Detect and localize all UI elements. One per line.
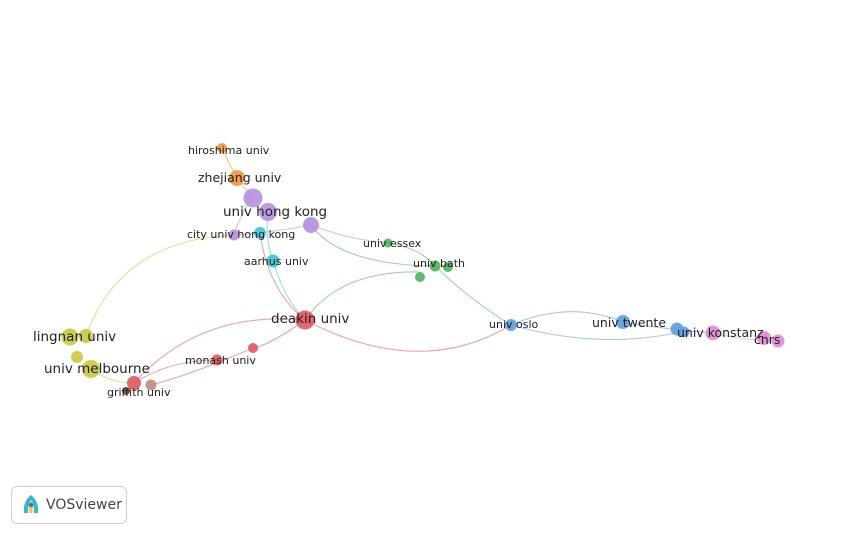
node-hku-c[interactable] — [303, 217, 319, 233]
node-melbourne-b[interactable] — [82, 360, 100, 378]
vosviewer-logo-text: VOSviewer — [46, 497, 122, 513]
node-monash-b[interactable] — [211, 354, 223, 366]
node-griffith-a[interactable] — [127, 376, 141, 390]
link-hku2-bath — [310, 224, 436, 267]
link-cityu-lingnan — [85, 234, 235, 337]
node-hku-a[interactable] — [243, 188, 263, 208]
node-bath-b[interactable] — [443, 262, 453, 272]
node-hku-b[interactable] — [259, 203, 277, 221]
node-twente[interactable] — [616, 315, 630, 329]
label-cnrs[interactable]: cnrs — [754, 332, 780, 347]
label-hku[interactable]: univ hong kong — [223, 204, 327, 220]
link-deakin-oslo — [304, 319, 512, 352]
label-twente[interactable]: univ twente — [592, 315, 666, 330]
node-griffith-c[interactable] — [122, 387, 130, 395]
link-deakin-griffith2 — [150, 347, 254, 386]
node-twente-c[interactable] — [678, 326, 690, 338]
link-bath-oslo — [434, 265, 512, 326]
node-lingnan-b[interactable] — [79, 329, 93, 343]
node-konstanz[interactable] — [705, 325, 721, 341]
label-hiroshima[interactable]: hiroshima univ — [188, 144, 270, 157]
labels-layer: hiroshima univ zhejiang univ univ hong k… — [33, 144, 780, 399]
node-monash-a[interactable] — [248, 343, 258, 353]
label-konstanz[interactable]: univ konstanz — [677, 325, 764, 340]
node-hiroshima[interactable] — [217, 143, 227, 153]
link-twente-konstanz — [622, 321, 714, 334]
node-lingnan-a[interactable] — [61, 328, 79, 346]
node-essex[interactable] — [383, 238, 393, 248]
node-cityu[interactable] — [228, 229, 240, 241]
node-aarhus-b[interactable] — [266, 254, 280, 268]
link-oslo-twente — [510, 311, 624, 326]
nodes-layer — [61, 143, 785, 395]
node-cnrs-a[interactable] — [757, 331, 771, 345]
label-aarhus[interactable]: aarhus univ — [244, 255, 309, 268]
label-deakin[interactable]: deakin univ — [271, 311, 349, 327]
label-cityu[interactable]: city univ hong kong — [187, 228, 295, 241]
node-deakin[interactable] — [295, 310, 315, 330]
label-griffith[interactable]: griffith univ — [107, 386, 171, 399]
vosviewer-logo-icon — [23, 495, 39, 513]
link-oslo-twente-lower — [510, 324, 681, 341]
node-melbourne-a[interactable] — [71, 351, 83, 363]
label-lingnan[interactable]: lingnan univ — [33, 329, 116, 345]
node-aarhus-a[interactable] — [254, 227, 266, 239]
node-griffith-b[interactable] — [145, 379, 157, 391]
label-monash[interactable]: monash univ — [185, 354, 256, 367]
label-essex[interactable]: univ essex — [363, 237, 422, 250]
link-deakin-bath — [304, 271, 421, 321]
link-deakin-griffith — [133, 318, 306, 384]
label-bath[interactable]: univ bath — [413, 257, 465, 270]
link-monash-griffith — [133, 359, 218, 384]
link-hku-deakin — [259, 232, 306, 321]
node-oslo[interactable] — [505, 319, 517, 331]
label-melbourne[interactable]: univ melbourne — [44, 361, 150, 377]
label-zhejiang[interactable]: zhejiang univ — [198, 170, 282, 185]
label-oslo[interactable]: univ oslo — [489, 318, 539, 331]
node-cnrs-b[interactable] — [771, 334, 785, 348]
node-bath-c[interactable] — [415, 272, 425, 282]
vosviewer-logo-box[interactable]: VOSviewer — [11, 486, 127, 524]
node-zhejiang[interactable] — [229, 170, 245, 186]
node-bath-a[interactable] — [429, 260, 441, 272]
